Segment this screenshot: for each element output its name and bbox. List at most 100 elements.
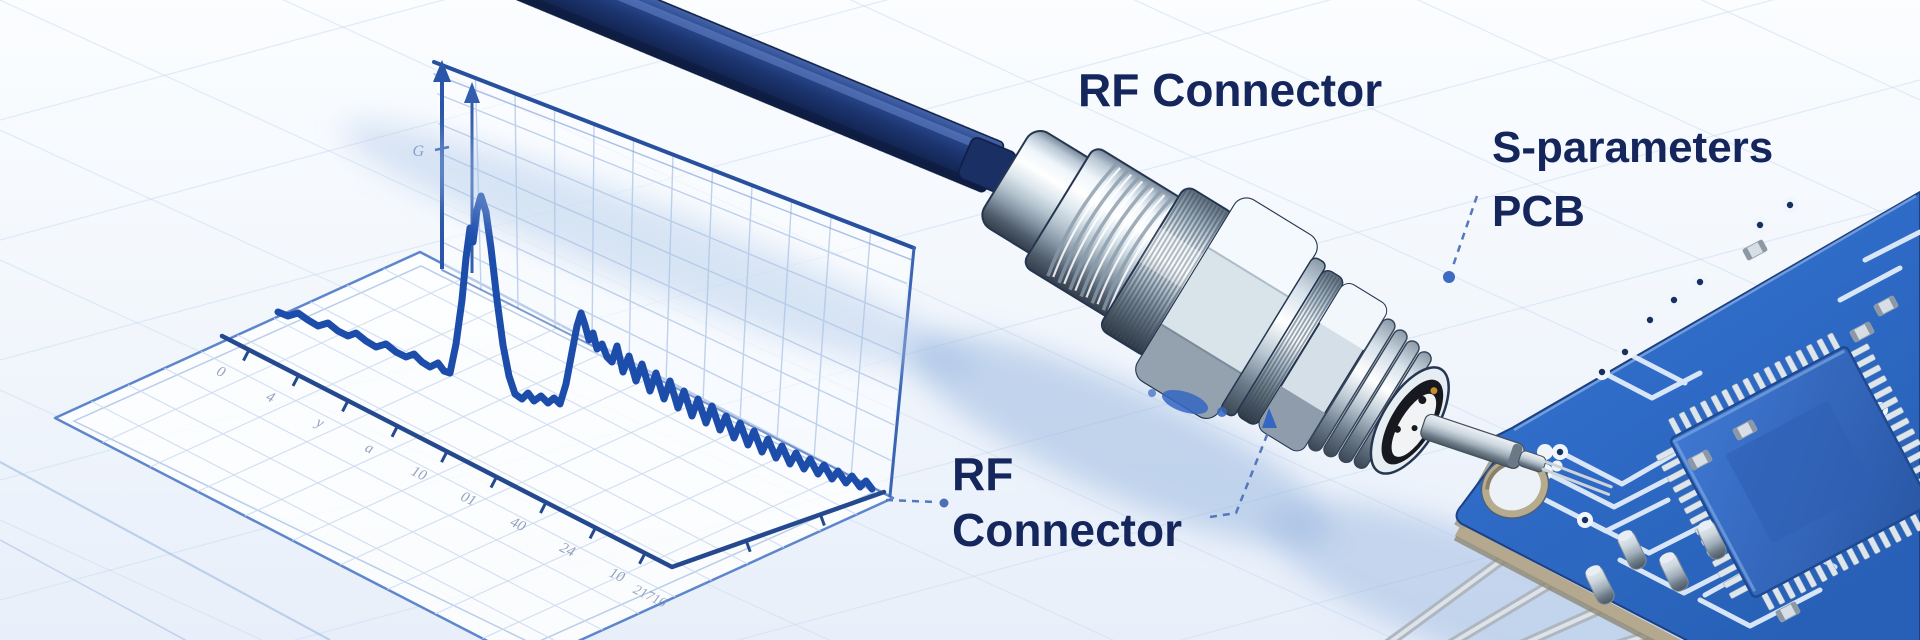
front-hex (1255, 280, 1390, 455)
qfp-chip (1655, 332, 1920, 611)
knurl-ridge (1129, 205, 1217, 346)
x-tick-label: 10 (607, 565, 628, 586)
x-tick-label: 10 (409, 463, 430, 484)
pcb-pad-hole (1670, 296, 1678, 304)
floor-grid-line (237, 334, 712, 582)
leader-arrowhead-droplet (1262, 408, 1277, 428)
knurl-ridge (1111, 194, 1200, 336)
spectrum-curve-group (274, 192, 876, 493)
floor-grid-line (91, 400, 556, 640)
pcb-edge-highlight (1513, 194, 1917, 432)
x-tick-label: 01 (458, 489, 478, 510)
floor-grid-line (200, 351, 676, 598)
x-tick (818, 513, 826, 527)
knurled-collar (1237, 269, 1344, 425)
pcb-pins (1384, 555, 1650, 640)
knurl-ridge (1241, 272, 1331, 417)
pcb-pad-hole (1696, 278, 1704, 286)
floor-grid-line (164, 367, 640, 615)
x-tick (638, 552, 647, 565)
pcb-components (1585, 239, 1899, 623)
floor-grid-line (346, 284, 821, 532)
connector-face (1369, 366, 1450, 475)
bg-grid-line (292, 199, 1920, 640)
spectrum-curve (274, 192, 876, 493)
x-tick (440, 450, 449, 463)
cylindrical-component (1585, 565, 1615, 605)
thread-crest (1052, 167, 1121, 278)
bg-grid-line (0, 0, 1332, 361)
sparameters-label-line2: PCB (1492, 187, 1585, 236)
leader-lines (885, 195, 1479, 519)
knurl-ridge (1140, 211, 1228, 353)
wall-grid-line (436, 93, 908, 285)
thread-crest (1085, 187, 1155, 298)
x-tick (489, 476, 498, 489)
knurl-ridge (1118, 198, 1207, 340)
ink-splashes (1148, 389, 1227, 417)
wall-grid-line (441, 211, 895, 426)
thread-groove (1057, 169, 1130, 284)
knurled-ring (1100, 187, 1233, 356)
x-axis (219, 333, 887, 570)
knurl-ridge (1250, 278, 1340, 423)
knurl-ridge (1122, 200, 1210, 342)
knurl-ridge (1136, 209, 1225, 351)
pcb-pad-hole (1581, 516, 1589, 524)
leader-dot-chart (939, 498, 949, 508)
knurl-ridge (1100, 187, 1189, 329)
thread-crest (1107, 201, 1177, 312)
bg-grid-line (0, 129, 1115, 640)
x-tick (744, 540, 752, 553)
bg-grid-line (1416, 0, 1920, 231)
pcb-pad-hole (1556, 448, 1564, 456)
text-labels: RF Connector S-parameters PCB RF Connect… (952, 64, 1773, 556)
thread-groove (1046, 162, 1119, 277)
wall-grid-line (442, 241, 892, 462)
knurl-ridge (1238, 270, 1328, 415)
smd-component (1775, 601, 1801, 623)
pcb-bevel-bottom (1454, 524, 1682, 640)
bg-grid-line (849, 0, 1920, 491)
knurl-ridge (1126, 202, 1214, 344)
knurl-ridge (1247, 276, 1337, 421)
floor-grid-line (273, 317, 749, 565)
knurl-ridge (1133, 207, 1221, 349)
thread-groove (1068, 175, 1141, 291)
pcb-pad-hole (1756, 221, 1764, 229)
leader-label-to-connector (1209, 429, 1271, 519)
x-tick (588, 527, 597, 540)
x-tick-label: 24 (557, 540, 578, 561)
smd-component (1732, 419, 1758, 441)
thread-groove (1101, 196, 1174, 311)
knurl-ridge (1244, 274, 1334, 419)
cylindrical-component (1617, 530, 1647, 570)
soft-shadows (342, 122, 1717, 640)
x-tick (291, 374, 300, 387)
thread-crest (1063, 173, 1132, 285)
x-tick (341, 399, 350, 413)
bg-grid-line (0, 0, 889, 241)
knurl-ridge (1115, 196, 1203, 338)
thread-crest (1074, 180, 1144, 292)
rf-connector-body (981, 130, 1613, 496)
pin-wires (1541, 460, 1613, 496)
pcb-bevel-shadow (1453, 535, 1656, 640)
smd-component (1873, 295, 1899, 317)
thread-groove (1079, 182, 1152, 298)
pcb-pad-hole (1646, 316, 1654, 324)
thread-crest (1096, 194, 1166, 305)
bg-grid-line (0, 461, 331, 640)
pcb-pad-hole (1598, 368, 1606, 376)
x-tick-label: 40 (508, 514, 529, 535)
sparameters-label-line1: S-parameters (1492, 123, 1773, 172)
pcb-pad-hole (1786, 201, 1794, 209)
smd-component (1849, 321, 1875, 343)
gold-contact-dot (1430, 387, 1438, 395)
bg-grid-line (0, 539, 187, 640)
bg-grid-line (0, 0, 446, 121)
leader-chart-to-label (885, 498, 937, 504)
pcb (1384, 191, 1920, 640)
